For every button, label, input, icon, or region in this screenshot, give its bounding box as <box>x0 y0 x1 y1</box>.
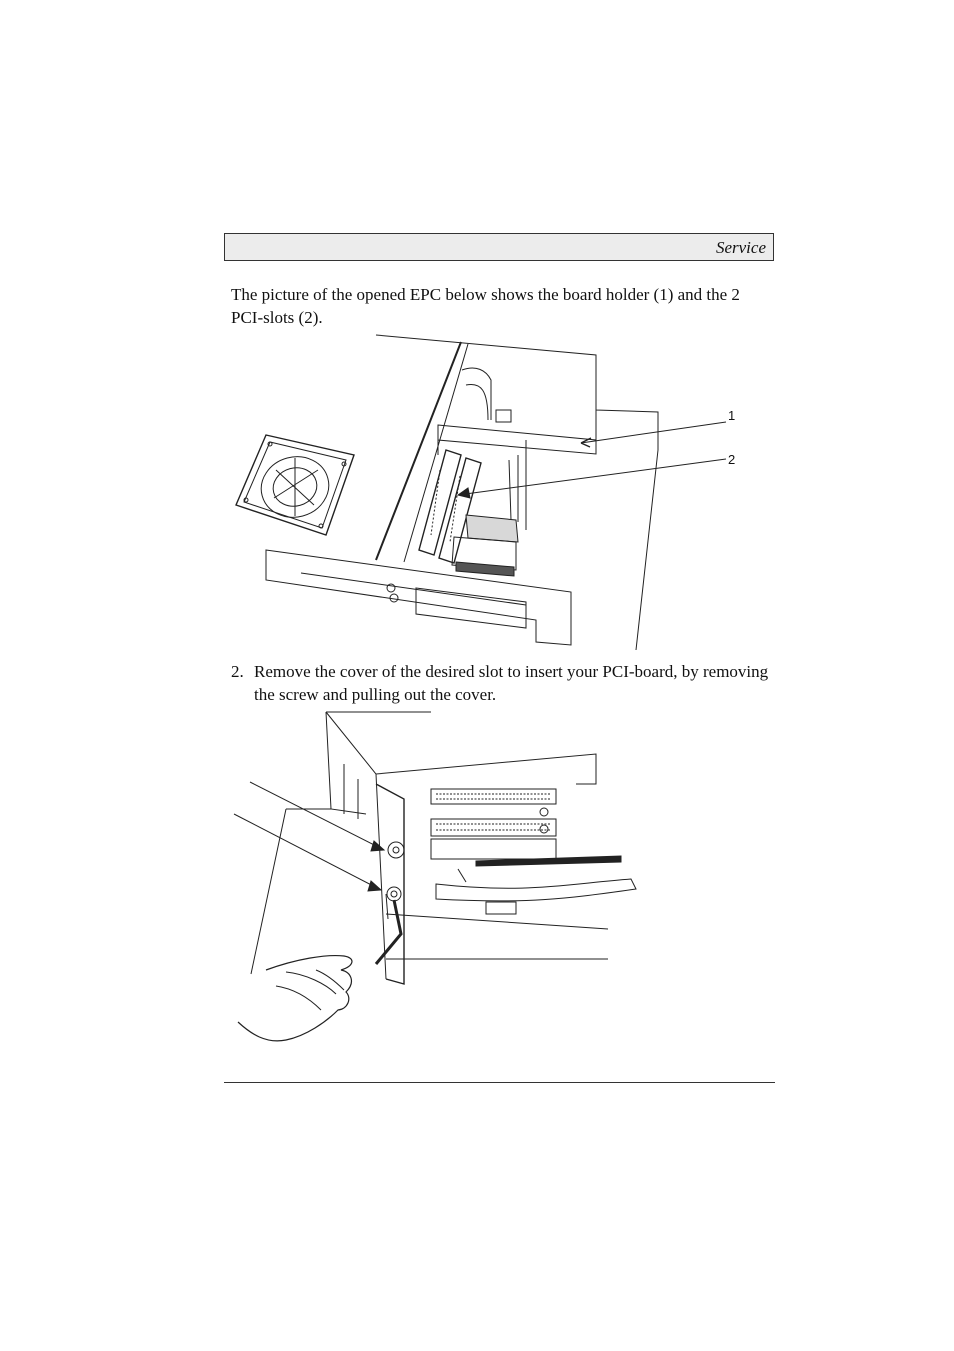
callout-1: 1 <box>728 408 735 423</box>
callout-2: 2 <box>728 452 735 467</box>
step-2: 2. Remove the cover of the desired slot … <box>231 660 776 706</box>
remove-slot-cover-illustration <box>226 704 646 1044</box>
section-title: Service <box>715 238 766 257</box>
epc-opened-illustration: 1 2 <box>226 330 735 652</box>
running-header: Service <box>224 233 774 261</box>
cooling-fan-icon <box>236 435 354 535</box>
screw-icon <box>388 842 404 858</box>
hand-icon <box>238 956 352 1041</box>
screw-icon <box>387 887 401 901</box>
footer-rule <box>224 1082 775 1083</box>
step-text: Remove the cover of the desired slot to … <box>254 662 769 704</box>
step-number: 2. <box>231 662 244 681</box>
intro-paragraph: The picture of the opened EPC below show… <box>231 285 740 327</box>
